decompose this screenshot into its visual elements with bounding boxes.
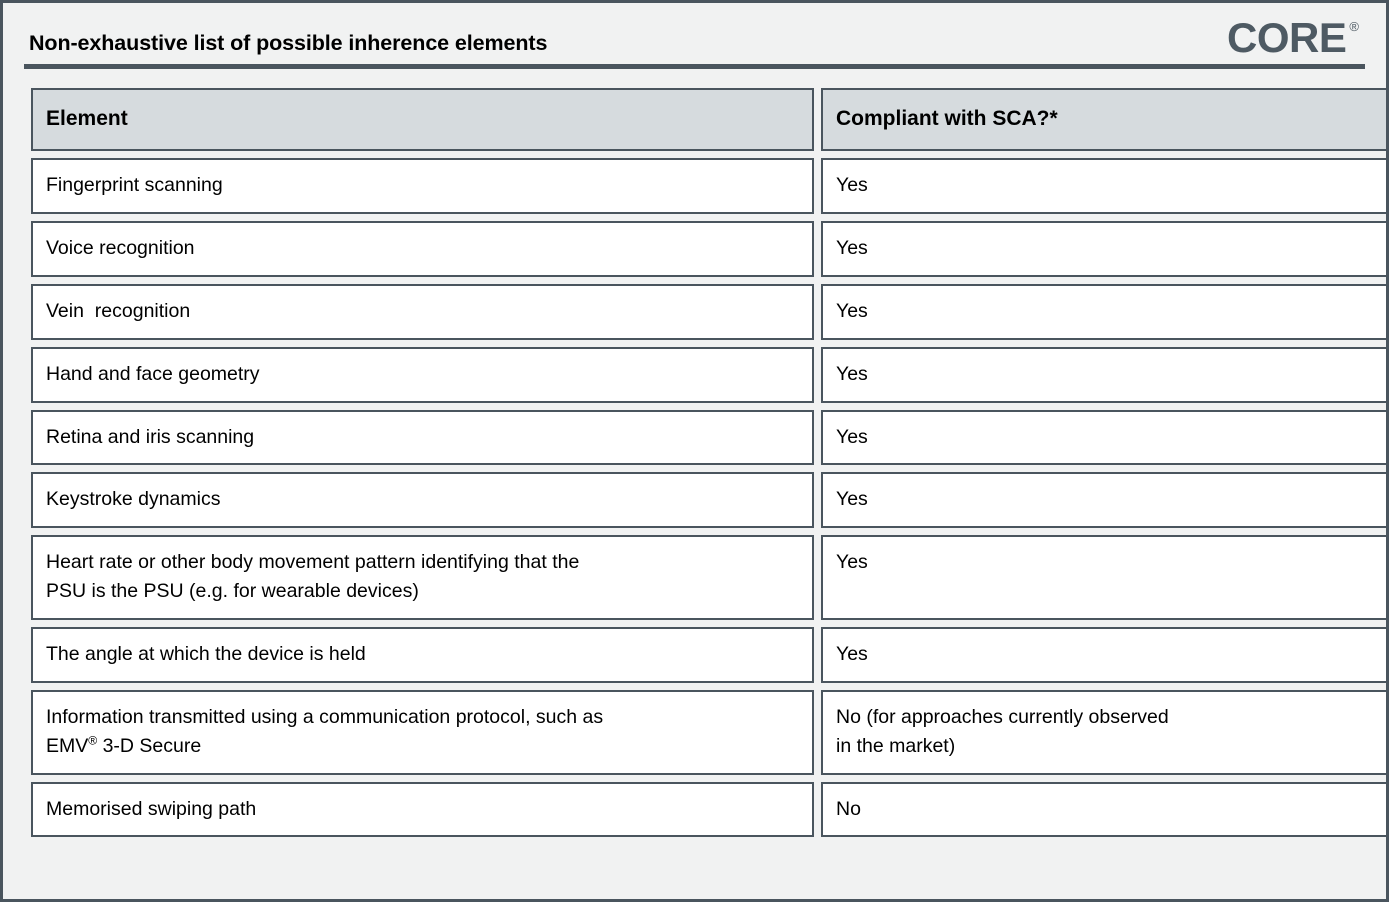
cell-compliant: Yes bbox=[821, 283, 1386, 340]
table-row: Heart rate or other body movement patter… bbox=[31, 535, 1386, 620]
cell-line: Yes bbox=[836, 425, 868, 448]
cell-line: Yes bbox=[836, 362, 868, 385]
title-divider-rule bbox=[24, 64, 1365, 69]
cell-element: The angle at which the device is held bbox=[31, 626, 814, 683]
registered-trademark-icon: ® bbox=[1349, 19, 1359, 34]
table-row: Information transmitted using a communic… bbox=[31, 689, 1386, 775]
table-row: Voice recognition Yes bbox=[31, 220, 1386, 277]
registered-trademark-icon: ® bbox=[88, 733, 98, 748]
table-row: Fingerprint scanning Yes bbox=[31, 158, 1386, 214]
cell-element: Hand and face geometry bbox=[31, 346, 814, 403]
cell-element: Voice recognition bbox=[31, 220, 814, 277]
cell-line: Information transmitted using a communic… bbox=[46, 705, 604, 728]
cell-line: The angle at which the device is held bbox=[46, 642, 366, 665]
cell-line: Yes bbox=[836, 551, 868, 574]
cell-element: Heart rate or other body movement patter… bbox=[31, 535, 814, 620]
column-header-compliant: Compliant with SCA?* bbox=[821, 88, 1386, 152]
cell-compliant: Yes bbox=[821, 472, 1386, 529]
cell-element: Retina and iris scanning bbox=[31, 409, 814, 466]
cell-element: Fingerprint scanning bbox=[31, 158, 814, 214]
cell-line: Yes bbox=[836, 299, 868, 322]
cell-line: No bbox=[836, 797, 861, 820]
table-row: The angle at which the device is held Yes bbox=[31, 626, 1386, 683]
cell-element: Vein recognition bbox=[31, 283, 814, 340]
document-header: Non-exhaustive list of possible inherenc… bbox=[3, 3, 1386, 71]
table-row: Memorised swiping path No bbox=[31, 781, 1386, 838]
cell-element: Memorised swiping path bbox=[31, 781, 814, 838]
cell-line: Yes bbox=[836, 488, 868, 511]
cell-compliant: Yes bbox=[821, 220, 1386, 277]
cell-line: PSU is the PSU (e.g. for wearable device… bbox=[46, 580, 419, 603]
cell-line: in the market) bbox=[836, 734, 956, 757]
cell-line: Yes bbox=[836, 642, 868, 665]
cell-compliant: Yes bbox=[821, 626, 1386, 683]
table-row: Vein recognition Yes bbox=[31, 283, 1386, 340]
cell-compliant: Yes bbox=[821, 346, 1386, 403]
cell-line: Yes bbox=[836, 236, 868, 259]
page-title: Non-exhaustive list of possible inherenc… bbox=[29, 31, 548, 55]
cell-line: Yes bbox=[836, 174, 868, 197]
column-header-element: Element bbox=[31, 88, 814, 152]
cell-compliant: Yes bbox=[821, 535, 1386, 620]
cell-line: EMV® 3-D Secure bbox=[46, 733, 202, 757]
cell-line: Keystroke dynamics bbox=[46, 488, 221, 511]
cell-line: Voice recognition bbox=[46, 236, 195, 259]
cell-line: Vein recognition bbox=[46, 299, 191, 322]
table-row: Hand and face geometry Yes bbox=[31, 346, 1386, 403]
cell-element: Keystroke dynamics bbox=[31, 472, 814, 529]
cell-line: No (for approaches currently observed bbox=[836, 705, 1169, 728]
cell-element: Information transmitted using a communic… bbox=[31, 689, 814, 775]
cell-line: Retina and iris scanning bbox=[46, 425, 255, 448]
cell-compliant: Yes bbox=[821, 158, 1386, 214]
cell-line: Heart rate or other body movement patter… bbox=[46, 551, 580, 574]
cell-compliant: No (for approaches currently observed in … bbox=[821, 689, 1386, 775]
core-logo-wordmark: CORE bbox=[1227, 14, 1347, 61]
cell-compliant: Yes bbox=[821, 409, 1386, 466]
table-row: Retina and iris scanning Yes bbox=[31, 409, 1386, 466]
cell-compliant: No bbox=[821, 781, 1386, 838]
cell-line: Memorised swiping path bbox=[46, 797, 257, 820]
cell-line: Fingerprint scanning bbox=[46, 174, 223, 197]
cell-line: Hand and face geometry bbox=[46, 362, 260, 385]
core-logo: CORE ® bbox=[1227, 17, 1359, 59]
table-row: Keystroke dynamics Yes bbox=[31, 472, 1386, 529]
